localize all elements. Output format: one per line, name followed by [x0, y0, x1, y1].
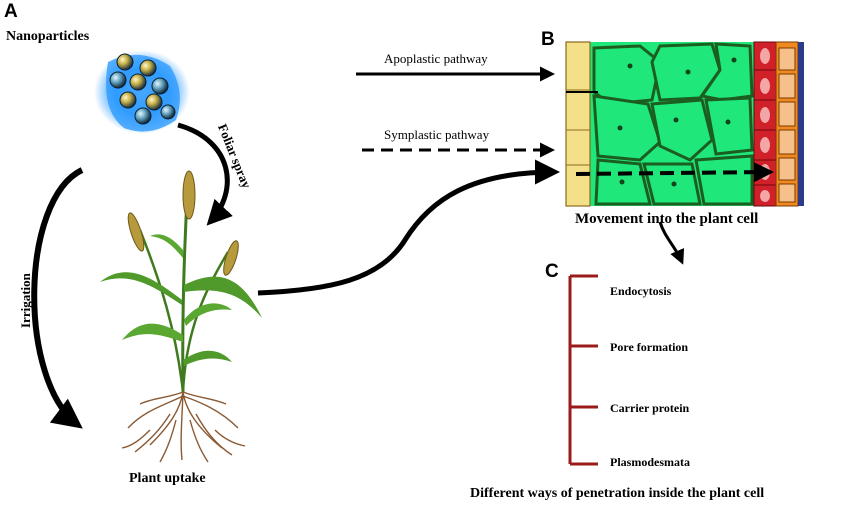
plant-to-cell-arrow	[257, 159, 560, 296]
wheat-plant-icon	[100, 170, 262, 393]
nanoparticles-label: Nanoparticles	[6, 29, 90, 44]
plant-cell-tissue-illustration	[565, 41, 804, 207]
movement-caption: Movement into the plant cell	[575, 211, 759, 227]
plant-uptake-label: Plant uptake	[129, 471, 206, 486]
mechanism-endocytosis: Endocytosis	[610, 284, 672, 298]
mechanism-pore-formation: Pore formation	[610, 340, 689, 354]
mechanism-bracket	[568, 274, 598, 466]
foliar-spray-arrow	[177, 122, 233, 226]
panel-label-a: A	[4, 1, 18, 22]
panel-label-c: C	[545, 261, 559, 282]
symplastic-pathway-label: Symplastic pathway	[384, 127, 490, 142]
mechanism-carrier-protein: Carrier protein	[610, 401, 690, 415]
nanoparticle-cluster-icon	[94, 50, 190, 134]
apoplastic-pathway-label: Apoplastic pathway	[384, 51, 488, 66]
mechanism-plasmodesmata: Plasmodesmata	[610, 455, 690, 469]
bottom-caption: Different ways of penetration inside the…	[470, 486, 765, 501]
panel-label-b: B	[541, 29, 555, 50]
irrigation-label: Irrigation	[18, 273, 33, 328]
roots-icon	[121, 391, 246, 463]
movement-to-mechanisms-arrow	[658, 221, 685, 265]
irrigation-arrow	[31, 167, 84, 429]
